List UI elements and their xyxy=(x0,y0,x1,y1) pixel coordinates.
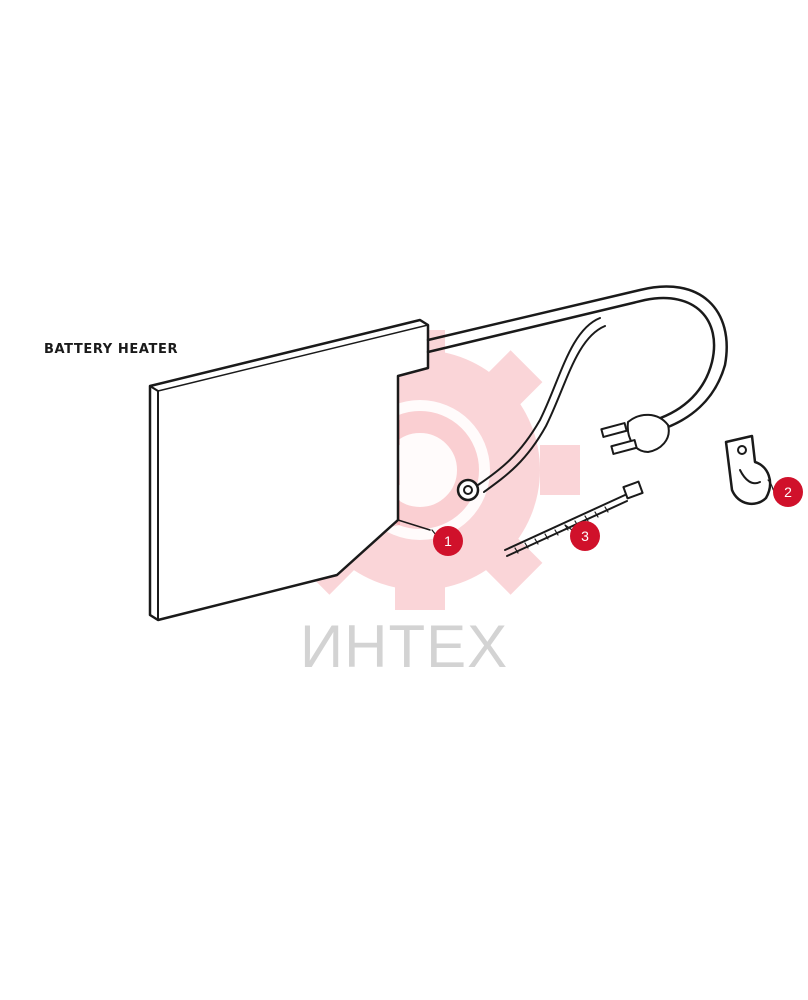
watermark-text: ИНТЕХ xyxy=(300,613,509,680)
heater-pad xyxy=(148,318,431,622)
callout-3[interactable]: 3 xyxy=(570,521,600,551)
ground-lead xyxy=(456,317,606,502)
cable-tie xyxy=(504,480,644,557)
callout-2-label: 2 xyxy=(784,484,792,500)
power-plug xyxy=(600,413,670,455)
callout-2[interactable]: 2 xyxy=(773,477,803,507)
callout-1[interactable]: 1 xyxy=(433,526,463,556)
diagram-title: BATTERY HEATER xyxy=(44,342,179,357)
power-cord xyxy=(426,285,728,432)
leader-lines xyxy=(431,479,776,541)
cable-clamp xyxy=(724,434,772,506)
callout-3-label: 3 xyxy=(581,528,589,544)
callout-1-label: 1 xyxy=(444,533,452,549)
